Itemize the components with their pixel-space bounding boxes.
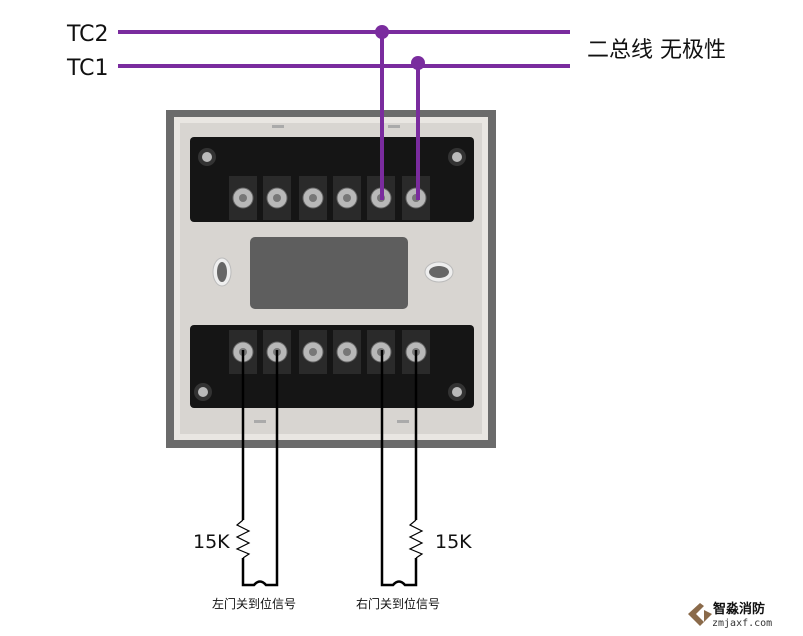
bus-lines xyxy=(118,30,570,200)
tc1-label: TC1 xyxy=(66,56,109,81)
screw-head xyxy=(239,194,247,202)
screw-head xyxy=(309,348,317,356)
screw-head xyxy=(343,194,351,202)
tc2-junction xyxy=(375,25,389,39)
bus-note: 二总线 无极性 xyxy=(587,38,726,63)
screw-head xyxy=(309,194,317,202)
screw-head xyxy=(273,194,281,202)
resistor-left xyxy=(235,519,251,559)
left-signal-label: 左门关到位信号 xyxy=(212,596,296,611)
tc2-label: TC2 xyxy=(66,22,109,47)
right-signal-label: 右门关到位信号 xyxy=(356,596,440,611)
resistor-left-label: 15K xyxy=(193,531,230,553)
logo-icon xyxy=(688,603,712,626)
logo: 智淼消防 zmjaxf.com xyxy=(688,601,772,629)
logo-name: 智淼消防 xyxy=(713,601,765,617)
screw-head xyxy=(343,348,351,356)
module-device xyxy=(166,110,496,448)
resistor-right xyxy=(408,519,424,559)
top-terminal-block xyxy=(190,137,474,222)
right-loop xyxy=(380,350,418,587)
left-loop xyxy=(241,350,279,587)
resistor-right-label: 15K xyxy=(435,531,472,553)
signal-wires xyxy=(241,350,418,587)
bottom-terminal-block xyxy=(190,325,474,408)
display-window xyxy=(250,237,408,309)
logo-url: zmjaxf.com xyxy=(712,618,772,629)
tc1-junction xyxy=(411,56,425,70)
